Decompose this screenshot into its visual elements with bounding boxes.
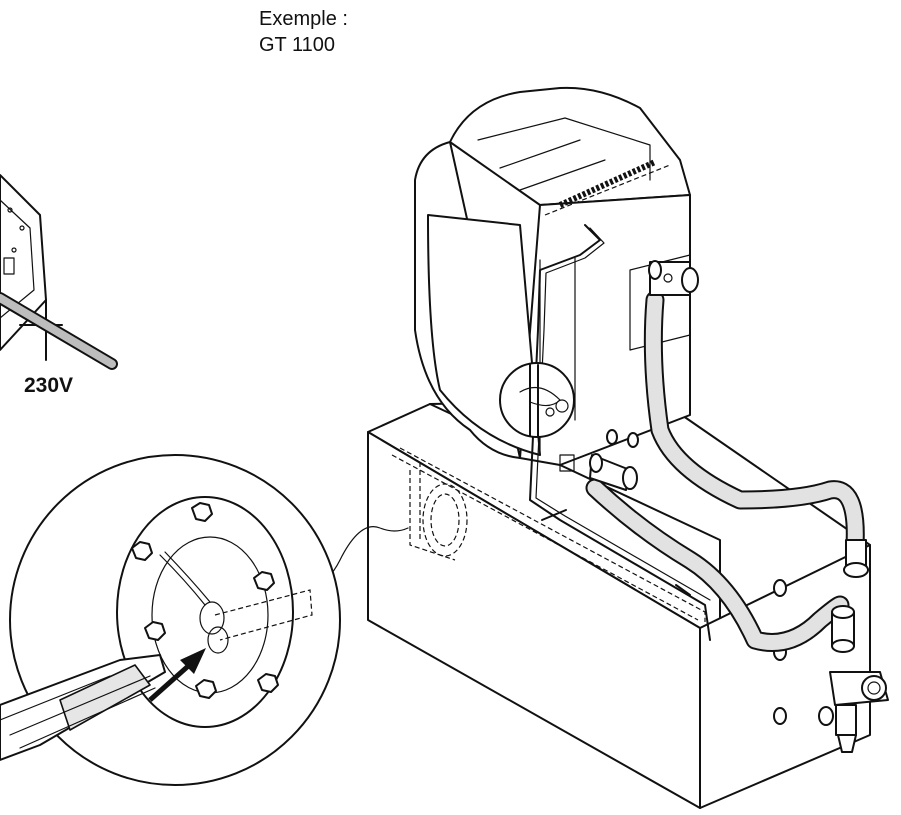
diagram-caption: Exemple : GT 1100 [259,6,348,58]
clip-detail-zoom [499,362,575,438]
hoses [585,290,865,652]
sensor-detail-zoom [0,454,341,786]
caption-line-1: Exemple : [259,8,348,30]
valves [589,260,889,753]
flange-bolts [131,502,279,699]
caption-line-2: GT 1100 [259,34,335,56]
storage-tank [367,399,871,809]
voltage-label: 230V [24,374,74,397]
wiring [529,224,711,641]
power-cable-230v [0,292,118,370]
